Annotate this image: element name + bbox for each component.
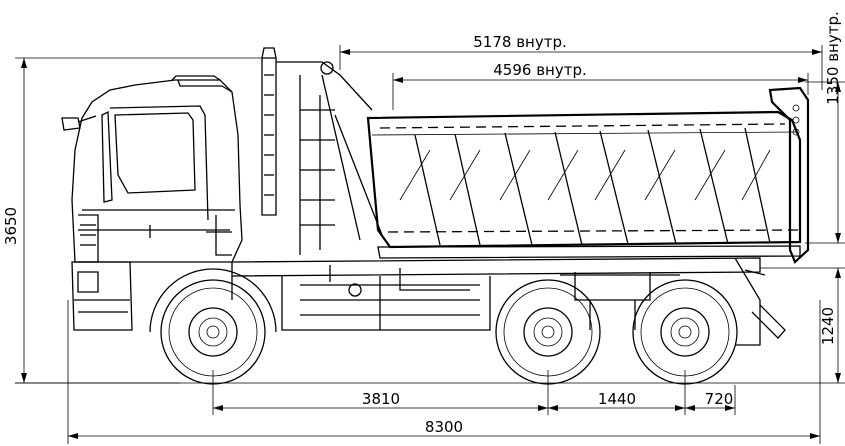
truck-cab <box>61 75 243 331</box>
dim-body-inner-length-upper: 5178 внутр. <box>473 33 567 51</box>
dump-body <box>366 86 810 264</box>
dim-rear-overhang: 720 <box>705 390 734 408</box>
dim-wheelbase-front: 3810 <box>362 390 400 408</box>
front-wheel <box>149 268 277 385</box>
dim-body-inner-height: 1350 внутр. <box>824 11 842 105</box>
dimension-arrowheads <box>21 49 841 439</box>
rear-wheel-2 <box>632 279 738 385</box>
dim-overall-length: 8300 <box>425 418 463 436</box>
cab-window <box>114 112 196 194</box>
cab-protector-frame <box>276 61 383 255</box>
dim-platform-height: 1240 <box>819 307 837 345</box>
chassis <box>231 257 786 346</box>
rear-wheel-1 <box>495 279 601 385</box>
dim-overall-height: 3650 <box>2 207 20 245</box>
dim-wheelbase-rear: 1440 <box>598 390 636 408</box>
exhaust-stack <box>261 47 277 216</box>
dimension-lines <box>15 45 845 444</box>
dim-body-inner-length-lower: 4596 внутр. <box>493 61 587 79</box>
